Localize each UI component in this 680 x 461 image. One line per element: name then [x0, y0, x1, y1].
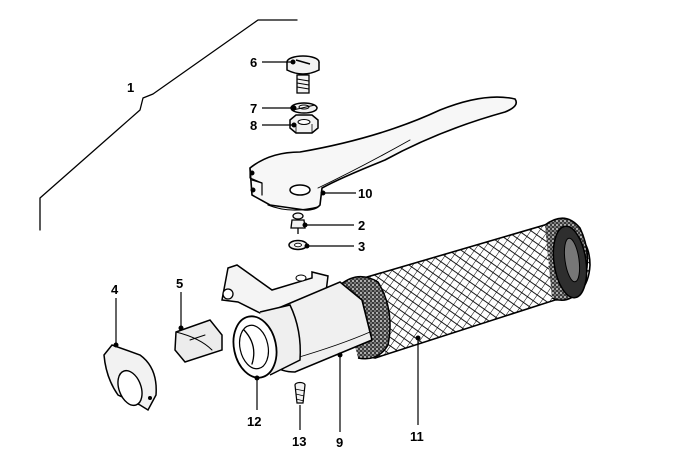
part-label-6: 6	[250, 55, 257, 70]
part-label-3: 3	[358, 239, 365, 254]
pivot-bolt-drawing	[286, 55, 320, 94]
callout-2: 2	[302, 218, 365, 233]
part-label-11: 11	[410, 429, 424, 444]
callout-6: 6	[250, 55, 296, 70]
part-label-1: 1	[127, 80, 134, 95]
part-label-4: 4	[111, 282, 119, 297]
hex-nut-drawing	[289, 114, 319, 134]
callout-1: 1	[127, 80, 134, 95]
lock-washer-drawing	[290, 102, 318, 114]
part-label-12: 12	[247, 414, 261, 429]
assembly-bracket-outline	[39, 19, 298, 231]
callout-4: 4	[111, 282, 119, 348]
part-label-2: 2	[358, 218, 365, 233]
part-label-10: 10	[358, 186, 372, 201]
hand-lever-drawing	[249, 96, 518, 211]
cable-guide-drawing	[174, 319, 223, 363]
callout-12: 12	[247, 375, 261, 429]
part-label-5: 5	[176, 276, 183, 291]
clamp-ring-drawing	[103, 344, 157, 412]
callout-3: 3	[304, 239, 365, 254]
callout-13: 13	[292, 405, 306, 449]
callout-9: 9	[336, 352, 343, 450]
part-label-8: 8	[250, 118, 257, 133]
part-label-9: 9	[336, 435, 343, 450]
callout-10: 10	[320, 186, 372, 201]
part-label-7: 7	[250, 101, 257, 116]
handlebar-grip-drawing	[339, 217, 591, 360]
callout-5: 5	[176, 276, 184, 331]
part-label-13: 13	[292, 434, 306, 449]
callout-7: 7	[250, 101, 297, 116]
washer-drawing	[288, 239, 308, 251]
throttle-slider-drawing	[232, 304, 302, 379]
callout-11: 11	[410, 335, 424, 444]
set-screw-drawing	[294, 381, 306, 404]
callout-8: 8	[250, 118, 297, 133]
grease-nipple-drawing	[290, 212, 306, 234]
